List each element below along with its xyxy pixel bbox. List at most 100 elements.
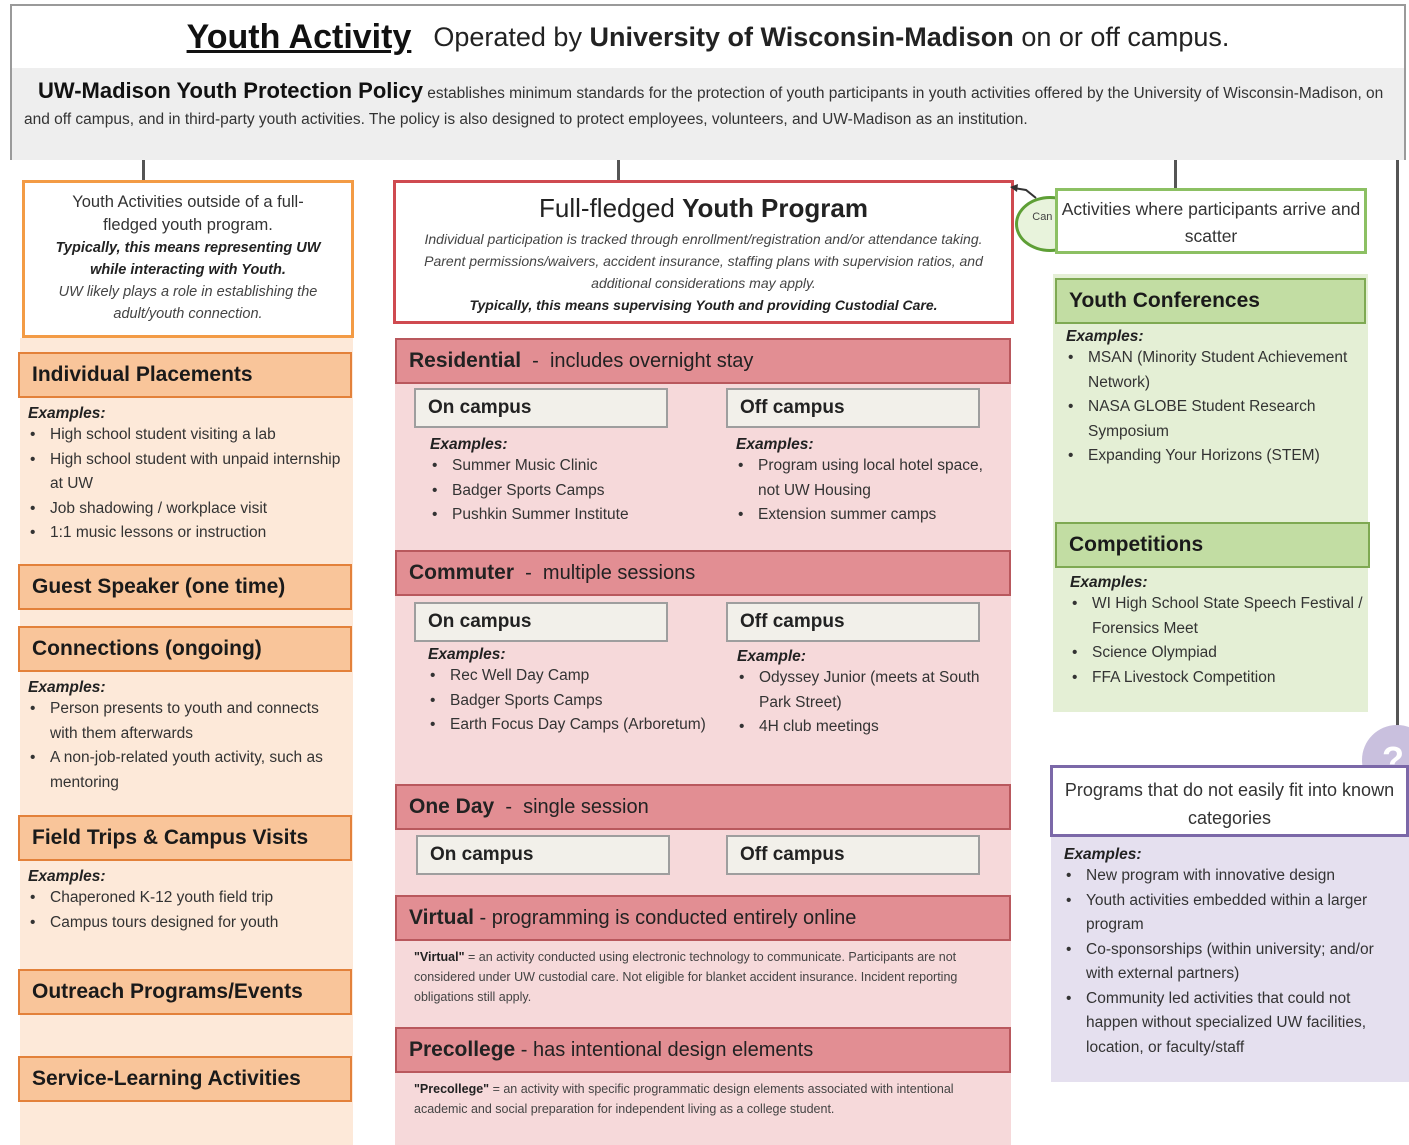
- page-title: Youth Activity: [186, 17, 412, 56]
- list-item: Co-sponsorships (within university; and/…: [1064, 938, 1404, 987]
- list-item: Odyssey Junior (meets at South Park Stre…: [737, 666, 1007, 715]
- one-day-on-campus-box: On campus: [416, 835, 670, 875]
- outside-program-box: Youth Activities outside of a full-fledg…: [22, 180, 354, 338]
- residential-title: Residential: [409, 349, 522, 372]
- list-item: High school student visiting a lab: [28, 423, 348, 448]
- virtual-term: "Virtual": [414, 950, 465, 964]
- list-item: New program with innovative design: [1064, 864, 1404, 889]
- full-fledged-title-pre: Full-fledged: [539, 193, 675, 223]
- commuter-on-campus-box: On campus: [414, 602, 668, 642]
- list-item: 1:1 music lessons or instruction: [28, 521, 348, 546]
- list-item: Earth Focus Day Camps (Arboretum): [428, 713, 718, 738]
- title-row: Youth Activity Operated by University of…: [12, 6, 1404, 68]
- list-item: Youth activities embedded within a large…: [1064, 889, 1404, 938]
- precollege-heading: Precollege - has intentional design elem…: [395, 1027, 1011, 1073]
- list-item: High school student with unpaid internsh…: [28, 448, 348, 497]
- examples-label: Examples:: [1066, 328, 1144, 345]
- list-item: 4H club meetings: [737, 715, 1007, 740]
- examples-list: WI High School State Speech Festival / F…: [1070, 592, 1365, 690]
- examples-list: Person presents to youth and connects wi…: [28, 697, 348, 795]
- connector-line-middle: [617, 160, 620, 182]
- precollege-term: "Precollege": [414, 1082, 490, 1096]
- commuter-on-campus-examples: Examples: Rec Well Day Camp Badger Sport…: [428, 646, 718, 738]
- virtual-heading: Virtual - programming is conducted entir…: [395, 895, 1011, 941]
- commuter-off-campus-examples: Example: Odyssey Junior (meets at South …: [737, 648, 1007, 740]
- list-item: Pushkin Summer Institute: [430, 503, 710, 528]
- virtual-title: Virtual: [409, 906, 474, 929]
- residential-heading: Residential - includes overnight stay: [395, 338, 1011, 384]
- header-banner: Youth Activity Operated by University of…: [10, 4, 1406, 160]
- outside-program-text: Youth Activities outside of a full-fledg…: [72, 193, 304, 234]
- list-item: MSAN (Minority Student Achievement Netwo…: [1066, 346, 1361, 395]
- policy-statement: UW-Madison Youth Protection Policy estab…: [12, 68, 1404, 160]
- field-trips-examples: Examples: Chaperoned K-12 youth field tr…: [28, 868, 348, 935]
- subtitle-pre: Operated by: [433, 21, 582, 52]
- examples-list: Chaperoned K-12 youth field trip Campus …: [28, 886, 348, 935]
- service-learning-heading: Service-Learning Activities: [18, 1056, 352, 1102]
- precollege-desc: has intentional design elements: [533, 1039, 814, 1061]
- examples-list: Summer Music Clinic Badger Sports Camps …: [430, 454, 710, 528]
- youth-conferences-examples: Examples: MSAN (Minority Student Achieve…: [1066, 328, 1361, 469]
- other-programs-box: Programs that do not easily fit into kno…: [1050, 765, 1409, 837]
- list-item: Badger Sports Camps: [430, 479, 710, 504]
- list-item: Chaperoned K-12 youth field trip: [28, 886, 348, 911]
- policy-text: establishes minimum standards for the pr…: [24, 85, 1384, 128]
- examples-label: Example:: [737, 648, 806, 665]
- connector-line-far-right: [1396, 160, 1399, 735]
- list-item: Person presents to youth and connects wi…: [28, 697, 348, 746]
- examples-label: Examples:: [28, 679, 106, 696]
- examples-label: Examples:: [736, 436, 814, 453]
- list-item: WI High School State Speech Festival / F…: [1070, 592, 1365, 641]
- examples-list: High school student visiting a lab High …: [28, 423, 348, 546]
- commuter-title: Commuter: [409, 561, 515, 584]
- other-programs-examples: Examples: New program with innovative de…: [1064, 846, 1404, 1060]
- guest-speaker-heading: Guest Speaker (one time): [18, 564, 352, 610]
- page-subtitle: Operated by University of Wisconsin-Madi…: [433, 22, 1229, 53]
- outreach-heading: Outreach Programs/Events: [18, 969, 352, 1015]
- precollege-definition: "Precollege" = an activity with specific…: [414, 1079, 999, 1119]
- policy-lead: UW-Madison Youth Protection Policy: [38, 78, 423, 103]
- examples-list: MSAN (Minority Student Achievement Netwo…: [1066, 346, 1361, 469]
- virtual-definition: "Virtual" = an activity conducted using …: [414, 947, 994, 1007]
- precollege-title: Precollege: [409, 1038, 516, 1061]
- competitions-heading: Competitions: [1055, 522, 1370, 568]
- examples-list: Odyssey Junior (meets at South Park Stre…: [737, 666, 1007, 740]
- residential-on-campus-examples: Examples: Summer Music Clinic Badger Spo…: [430, 436, 710, 528]
- outside-program-italic: UW likely plays a role in establishing t…: [58, 284, 318, 322]
- virtual-note: = an activity conducted using electronic…: [414, 950, 958, 1004]
- list-item: Extension summer camps: [736, 503, 1006, 528]
- commuter-desc: multiple sessions: [542, 562, 696, 584]
- list-item: A non-job-related youth activity, such a…: [28, 746, 348, 795]
- examples-list: Rec Well Day Camp Badger Sports Camps Ea…: [428, 664, 718, 738]
- examples-label: Examples:: [28, 405, 106, 422]
- connector-line-left: [142, 160, 145, 182]
- examples-list: New program with innovative design Youth…: [1064, 864, 1404, 1060]
- list-item: Science Olympiad: [1070, 641, 1365, 666]
- individual-placements-heading: Individual Placements: [18, 352, 352, 398]
- full-fledged-bold: Typically, this means supervising Youth …: [469, 297, 938, 313]
- list-item: Job shadowing / workplace visit: [28, 497, 348, 522]
- virtual-desc: programming is conducted entirely online: [491, 907, 857, 929]
- list-item: Campus tours designed for youth: [28, 911, 348, 936]
- one-day-heading: One Day - single session: [395, 784, 1011, 830]
- field-trips-heading: Field Trips & Campus Visits: [18, 815, 352, 861]
- examples-label: Examples:: [430, 436, 508, 453]
- connections-heading: Connections (ongoing): [18, 626, 352, 672]
- subtitle-post: on or off campus.: [1021, 21, 1230, 52]
- examples-list: Program using local hotel space, not UW …: [736, 454, 1006, 528]
- precollege-note: = an activity with specific programmatic…: [414, 1082, 954, 1116]
- examples-label: Examples:: [28, 868, 106, 885]
- commuter-heading: Commuter - multiple sessions: [395, 550, 1011, 596]
- one-day-off-campus-box: Off campus: [726, 835, 980, 875]
- full-fledged-title: Full-fledged Youth Program: [396, 193, 1011, 224]
- connections-examples: Examples: Person presents to youth and c…: [28, 679, 348, 795]
- commuter-off-campus-box: Off campus: [726, 602, 980, 642]
- arrive-and-scatter-box: Activities where participants arrive and…: [1055, 188, 1367, 254]
- list-item: Summer Music Clinic: [430, 454, 710, 479]
- youth-conferences-heading: Youth Conferences: [1055, 278, 1366, 324]
- list-item: Community led activities that could not …: [1064, 987, 1404, 1061]
- list-item: NASA GLOBE Student Research Symposium: [1066, 395, 1361, 444]
- list-item: Expanding Your Horizons (STEM): [1066, 444, 1361, 469]
- connector-line-right: [1174, 160, 1177, 190]
- examples-label: Examples:: [1070, 574, 1148, 591]
